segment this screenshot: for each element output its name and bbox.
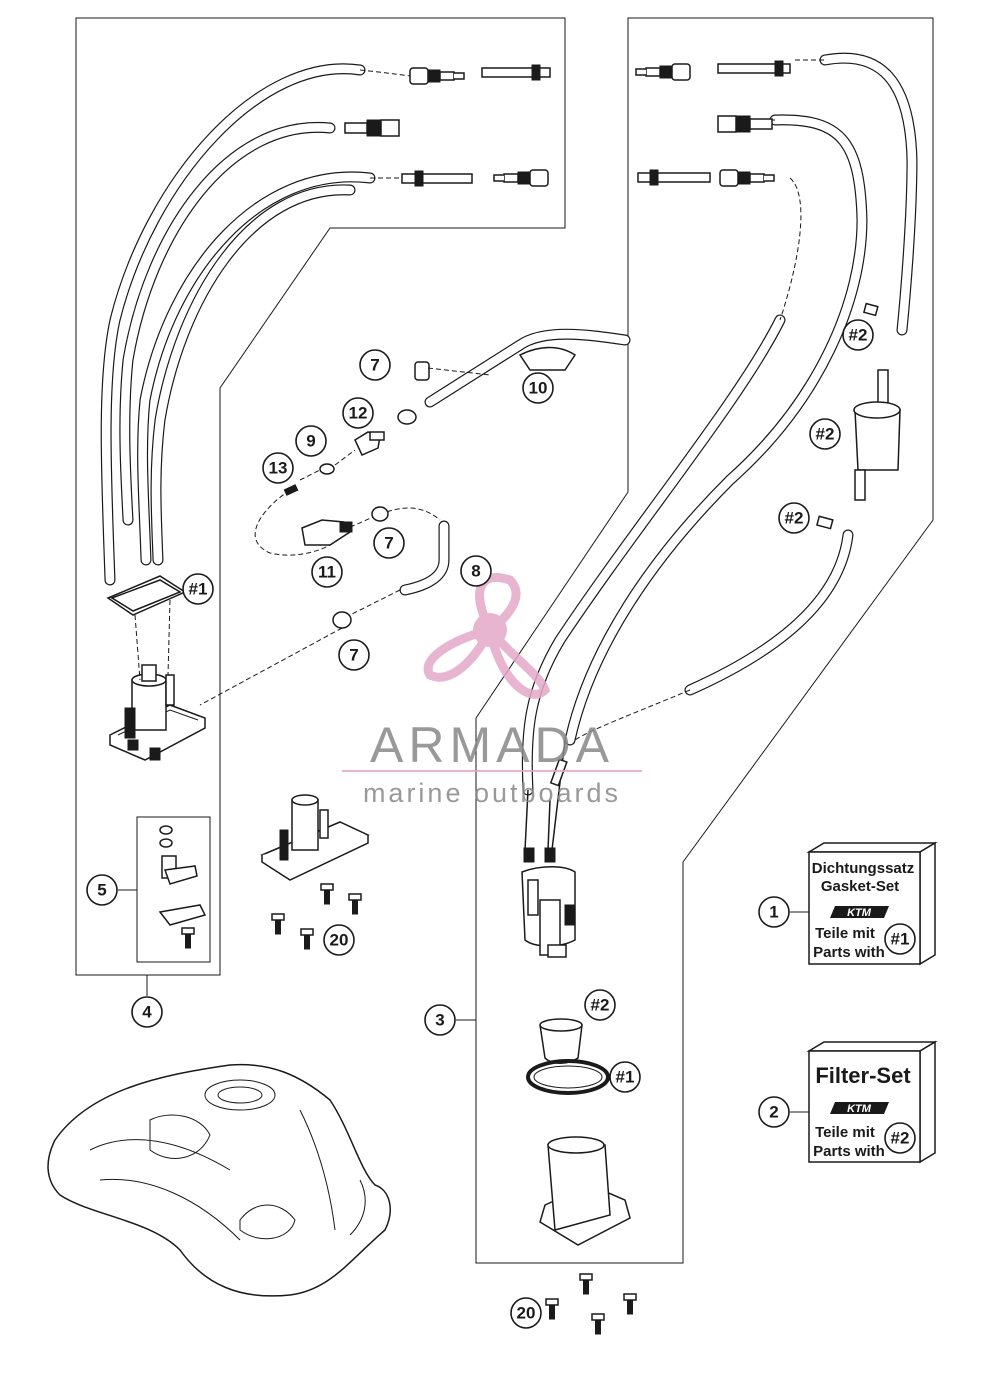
right-quick-connectors [635, 60, 791, 187]
svg-text:10: 10 [529, 379, 548, 398]
callout-12: 12 [342, 397, 374, 429]
callout-5: 5 [86, 874, 118, 906]
gasket-set-title-de: Dichtungssatz [812, 860, 915, 877]
gasket-set-brand: KTM [847, 907, 872, 919]
pump-filter-and-seal [526, 1018, 631, 1246]
svg-text:9: 9 [306, 432, 315, 451]
filter-set-box: Filter-Set KTM Teile mit Parts with #2 [806, 1040, 938, 1164]
filter-set-brand: KTM [847, 1103, 872, 1115]
left-fuel-hoses [100, 63, 411, 586]
callout-h1-left: #1 [182, 573, 214, 605]
callout-13: 13 [262, 452, 294, 484]
callout-20-right: 20 [510, 1297, 542, 1329]
callout-h2-lower: #2 [778, 502, 810, 534]
callout-20-left: 20 [323, 924, 355, 956]
watermark-logo [423, 573, 551, 699]
svg-text:20: 20 [330, 931, 349, 950]
filter-set-parts-en: Parts with [813, 1143, 885, 1160]
left-quick-connectors [344, 64, 551, 187]
vent-hose [424, 328, 631, 408]
callout-7-bottom: 7 [338, 639, 370, 671]
svg-text:1: 1 [769, 903, 778, 922]
gasket-set-box: Dichtungssatz Gasket-Set KTM Teile mit P… [806, 841, 938, 966]
gasket-set-parts-en: Parts with [813, 944, 885, 961]
callout-8: 8 [460, 555, 492, 587]
svg-text:#1: #1 [189, 580, 208, 599]
callout-3: 3 [424, 1004, 456, 1036]
watermark-tagline: marine outboards [363, 778, 621, 808]
svg-text:4: 4 [142, 1003, 152, 1022]
filter-set-tag: #2 [891, 1129, 910, 1148]
filter-set-title: Filter-Set [815, 1063, 911, 1088]
callout-7-top: 7 [359, 349, 391, 381]
vent-fitting-group [254, 431, 441, 556]
svg-text:13: 13 [269, 459, 288, 478]
gasket-set-parts-de: Teile mit [815, 925, 875, 942]
leader-lines [118, 889, 809, 1113]
inline-fuel-filter [816, 302, 901, 530]
callout-1: 1 [758, 896, 790, 928]
filter-set-tag-callout: #2 [884, 1122, 916, 1154]
connector-kit [158, 825, 207, 949]
fuel-pump-unit [521, 739, 576, 958]
connector-kit-outline [136, 816, 211, 963]
gasket-set-tag: #1 [891, 930, 910, 949]
callout-9: 9 [295, 425, 327, 457]
hose-clamps [332, 361, 430, 629]
right-fuel-hoses [521, 52, 918, 796]
svg-text:#2: #2 [591, 996, 610, 1015]
pump-flange-assembly [260, 794, 370, 950]
gasket-set-title-en: Gasket-Set [821, 878, 899, 895]
callout-10: 10 [522, 372, 554, 404]
callout-h2-filter-cup: #2 [584, 989, 616, 1021]
gasket-set-tag-callout: #1 [884, 923, 916, 955]
fuel-pump-assembly-outline [475, 17, 934, 1264]
gasket-set-brand-logo: KTM [830, 906, 889, 919]
svg-text:3: 3 [435, 1011, 444, 1030]
svg-text:5: 5 [97, 881, 106, 900]
bolts-lower-right [545, 1273, 637, 1335]
callout-h2-filter: #2 [809, 418, 841, 450]
callout-7-middle: 7 [373, 527, 405, 559]
svg-text:11: 11 [318, 563, 336, 582]
svg-text:20: 20 [517, 1304, 536, 1323]
svg-text:2: 2 [769, 1103, 778, 1122]
svg-text:12: 12 [349, 404, 368, 423]
svg-text:8: 8 [471, 562, 480, 581]
svg-text:7: 7 [349, 646, 358, 665]
elbow-hose [199, 520, 450, 706]
fuel-line-assembly-outline [75, 17, 566, 976]
callout-h2-top: #2 [842, 319, 874, 351]
callout-11: 11 [311, 556, 343, 588]
svg-text:#2: #2 [785, 509, 804, 528]
fuel-tank [47, 1063, 391, 1297]
callout-4: 4 [131, 996, 163, 1028]
callout-h1-right: #1 [609, 1061, 641, 1093]
callout-2: 2 [758, 1096, 790, 1128]
svg-text:#1: #1 [616, 1068, 635, 1087]
svg-text:7: 7 [370, 356, 379, 375]
svg-text:7: 7 [384, 534, 393, 553]
filter-set-parts-de: Teile mit [815, 1124, 875, 1141]
filter-set-brand-logo: KTM [830, 1102, 889, 1115]
svg-text:#2: #2 [849, 326, 868, 345]
watermark: ARMADA marine outboards [342, 573, 642, 808]
pump-flange-gasket-left [106, 575, 187, 616]
pump-unit-left [109, 599, 206, 761]
watermark-name: ARMADA [370, 717, 614, 773]
svg-text:#2: #2 [816, 425, 835, 444]
